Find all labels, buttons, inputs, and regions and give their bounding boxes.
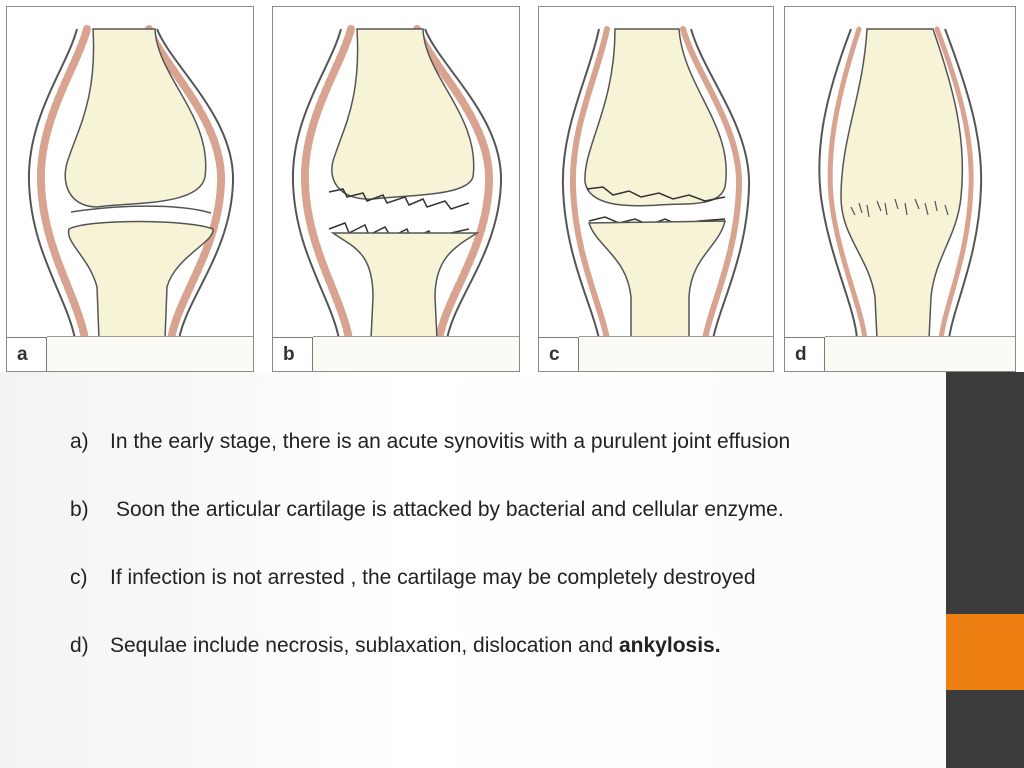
caption-marker: c) — [70, 566, 88, 589]
sidebar-decoration — [946, 372, 1024, 768]
panel-footer — [579, 336, 773, 371]
caption-list: a) In the early stage, there is an acute… — [70, 426, 950, 698]
caption-marker: b) — [70, 498, 89, 521]
caption-item-a: a) In the early stage, there is an acute… — [70, 426, 950, 458]
panel-footer — [47, 336, 253, 371]
joint-illustration-d — [818, 26, 983, 339]
caption-item-b: b) Soon the articular cartilage is attac… — [70, 494, 950, 526]
joint-illustration-a — [27, 25, 235, 339]
caption-text-plain: Sequlae include necrosis, sublaxation, d… — [110, 634, 619, 657]
caption-text: If infection is not arrested , the carti… — [110, 566, 756, 589]
panel-label-d: d — [785, 337, 825, 371]
panel-label-a: a — [7, 337, 47, 371]
panel-d: d — [784, 6, 1016, 372]
caption-text: Sequlae include necrosis, sublaxation, d… — [110, 630, 950, 662]
joint-diagram-figure: a b c — [0, 0, 1024, 372]
panel-label-c: c — [539, 337, 579, 371]
caption-marker: d) — [70, 634, 89, 657]
panel-label-b: b — [273, 337, 313, 371]
panel-footer — [825, 336, 1015, 371]
caption-item-d: d) Sequlae include necrosis, sublaxation… — [70, 630, 950, 662]
joint-illustration-c — [561, 26, 751, 339]
panel-b: b — [272, 6, 520, 372]
caption-text: In the early stage, there is an acute sy… — [110, 430, 791, 453]
caption-marker: a) — [70, 430, 89, 453]
caption-item-c: c) If infection is not arrested , the ca… — [70, 562, 950, 594]
joint-illustration-b — [291, 25, 503, 339]
accent-block — [946, 614, 1024, 690]
panel-a: a — [6, 6, 254, 372]
caption-text: Soon the articular cartilage is attacked… — [116, 498, 784, 521]
panel-c: c — [538, 6, 774, 372]
caption-text-bold: ankylosis. — [619, 634, 721, 657]
panel-footer — [313, 336, 519, 371]
